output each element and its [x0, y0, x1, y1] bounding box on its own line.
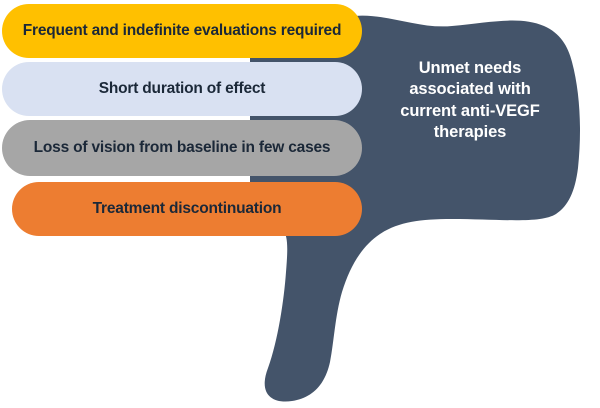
pill-label: Treatment discontinuation — [92, 199, 282, 217]
pill-treatment-discontinuation[interactable]: Treatment discontinuation — [12, 182, 362, 236]
pill-label: Short duration of effect — [98, 79, 266, 97]
hand-shape-label: Unmet needs associated with current anti… — [400, 59, 540, 142]
pill-label: Frequent and indefinite evaluations requ… — [22, 21, 342, 39]
pill-label: Loss of vision from baseline in few case… — [33, 138, 331, 156]
pill-frequent-evaluations[interactable]: Frequent and indefinite evaluations requ… — [2, 4, 362, 58]
pill-loss-of-vision[interactable]: Loss of vision from baseline in few case… — [2, 120, 362, 176]
pill-short-duration[interactable]: Short duration of effect — [2, 62, 362, 116]
